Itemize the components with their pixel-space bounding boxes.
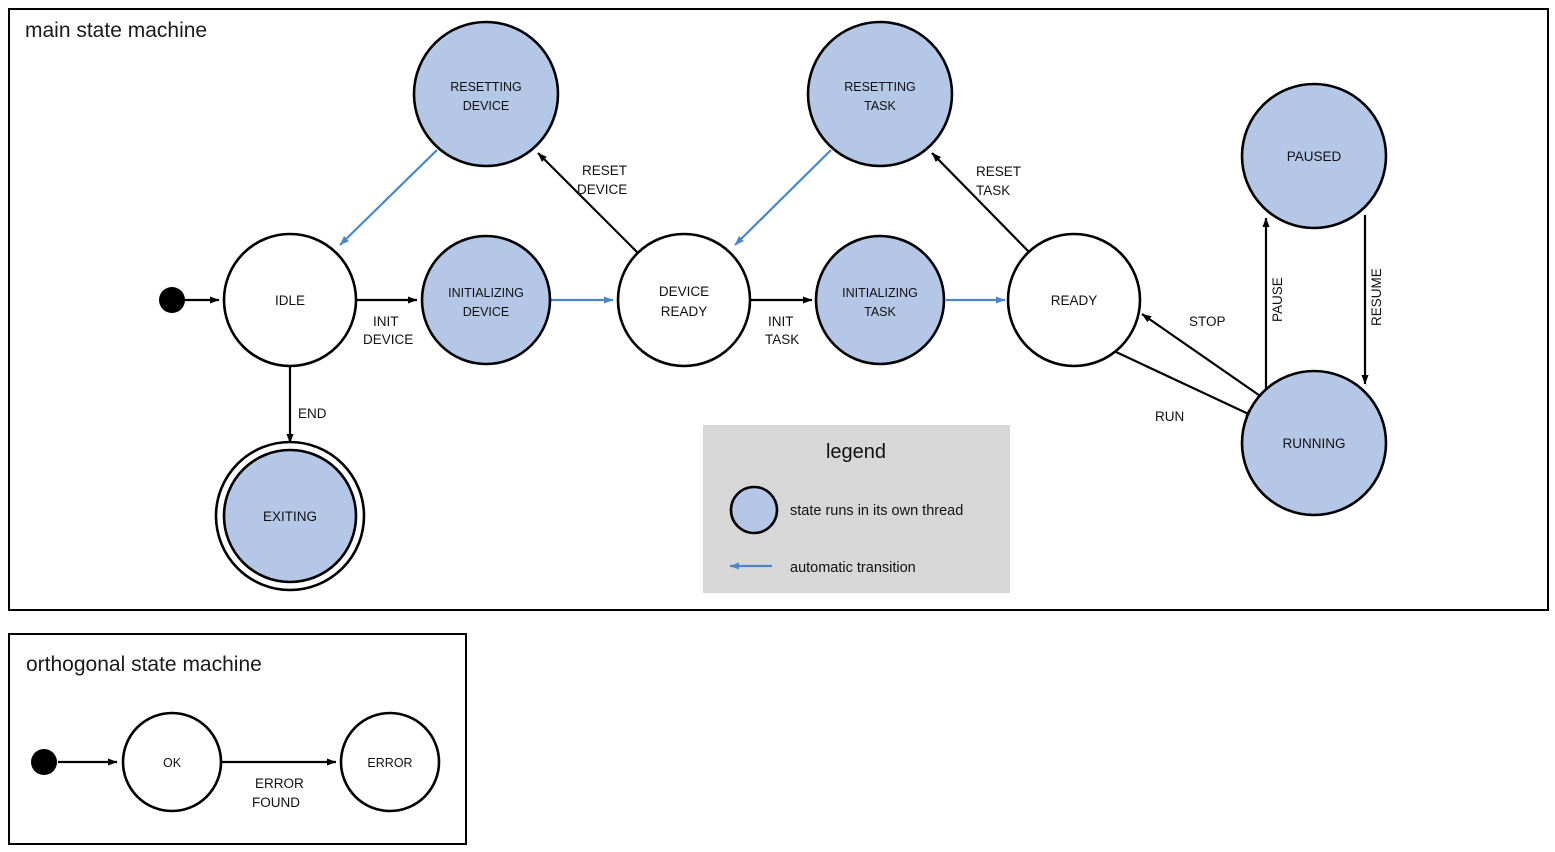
- state-device-ready[interactable]: DEVICE READY: [616, 232, 752, 368]
- transition-label-resume: RESUME: [1369, 268, 1384, 326]
- transition-label-pause: PAUSE: [1270, 277, 1285, 322]
- state-paused[interactable]: PAUSED: [1240, 82, 1388, 230]
- transition-device-ready-initializing-task: INIT TASK: [750, 296, 813, 347]
- transition-resetting-task-device-ready: [734, 149, 832, 246]
- transition-running-paused: PAUSE: [1262, 217, 1285, 400]
- transition-label-stop: STOP: [1189, 314, 1226, 329]
- transition-label-init-device-line2: DEVICE: [363, 332, 413, 347]
- initial-pseudostate-orthogonal: [31, 749, 57, 775]
- state-initializing-device-label-line1: INITIALIZING: [448, 286, 524, 300]
- main-frame-border: [8, 8, 1549, 611]
- transition-label-reset-task-line2: TASK: [976, 183, 1010, 198]
- transition-label-reset-device-line2: DEVICE: [577, 182, 627, 197]
- state-initializing-task-label-line1: INITIALIZING: [842, 286, 918, 300]
- transition-label-reset-task-line1: RESET: [976, 164, 1021, 179]
- state-initializing-device[interactable]: INITIALIZING DEVICE: [420, 234, 552, 366]
- transition-ready-resetting-task: RESET TASK: [931, 152, 1031, 254]
- state-initializing-task[interactable]: INITIALIZING TASK: [814, 234, 946, 366]
- legend-thread-swatch-icon: [729, 485, 779, 535]
- orthogonal-frame-border: [8, 633, 467, 845]
- legend-item-thread-text: state runs in its own thread: [790, 503, 963, 519]
- legend: legend state runs in its own thread auto…: [703, 425, 1010, 593]
- state-ready[interactable]: READY: [1006, 232, 1142, 368]
- transition-idle-initializing-device: INIT DEVICE: [355, 296, 418, 347]
- transition-label-init-task-line2: TASK: [765, 332, 799, 347]
- main-frame-title: main state machine: [25, 19, 207, 42]
- transition-idle-exiting: END: [286, 365, 327, 444]
- state-ok[interactable]: OK: [121, 711, 223, 813]
- transition-ok-error: ERROR FOUND: [222, 758, 337, 810]
- state-running-label: RUNNING: [1283, 436, 1346, 451]
- state-ok-label: OK: [163, 756, 182, 770]
- state-resetting-device-label-line1: RESETTING: [450, 80, 522, 94]
- transition-label-init-task-line1: INIT: [768, 314, 794, 329]
- state-resetting-task[interactable]: RESETTING TASK: [806, 20, 954, 168]
- state-paused-label: PAUSED: [1287, 149, 1342, 164]
- state-idle[interactable]: IDLE: [222, 232, 358, 368]
- state-exiting-label: EXITING: [263, 509, 317, 524]
- state-device-ready-label-line1: DEVICE: [659, 284, 709, 299]
- orthogonal-frame-title: orthogonal state machine: [26, 653, 262, 676]
- transition-ready-running: RUN: [1115, 351, 1256, 424]
- state-device-ready-label-line2: READY: [661, 304, 708, 319]
- transition-label-reset-device-line1: RESET: [582, 163, 627, 178]
- transition-label-end: END: [298, 406, 327, 421]
- transition-running-ready: STOP: [1141, 313, 1267, 401]
- legend-item-auto-text: automatic transition: [790, 560, 916, 576]
- state-resetting-task-label-line2: TASK: [864, 99, 896, 113]
- state-initializing-device-label-line2: DEVICE: [463, 305, 510, 319]
- transition-label-init-device-line1: INIT: [373, 314, 399, 329]
- transition-label-run: RUN: [1155, 409, 1184, 424]
- state-error-label: ERROR: [367, 756, 412, 770]
- state-exiting[interactable]: EXITING: [214, 440, 366, 592]
- state-resetting-task-label-line1: RESETTING: [844, 80, 916, 94]
- state-initializing-task-label-line2: TASK: [864, 305, 896, 319]
- state-ready-label: READY: [1051, 293, 1098, 308]
- transition-device-ready-resetting-device: RESET DEVICE: [537, 152, 639, 254]
- initial-pseudostate-main: [159, 287, 185, 313]
- state-resetting-device[interactable]: RESETTING DEVICE: [412, 20, 560, 168]
- transition-paused-running: RESUME: [1361, 215, 1384, 385]
- state-resetting-device-label-line2: DEVICE: [463, 99, 510, 113]
- state-idle-label: IDLE: [275, 293, 305, 308]
- transition-label-error-found-line1: ERROR: [255, 776, 304, 791]
- legend-title: legend: [826, 441, 886, 463]
- state-error[interactable]: ERROR: [339, 711, 441, 813]
- transition-label-error-found-line2: FOUND: [252, 795, 300, 810]
- state-running[interactable]: RUNNING: [1240, 369, 1388, 517]
- transition-resetting-device-idle: [339, 149, 438, 246]
